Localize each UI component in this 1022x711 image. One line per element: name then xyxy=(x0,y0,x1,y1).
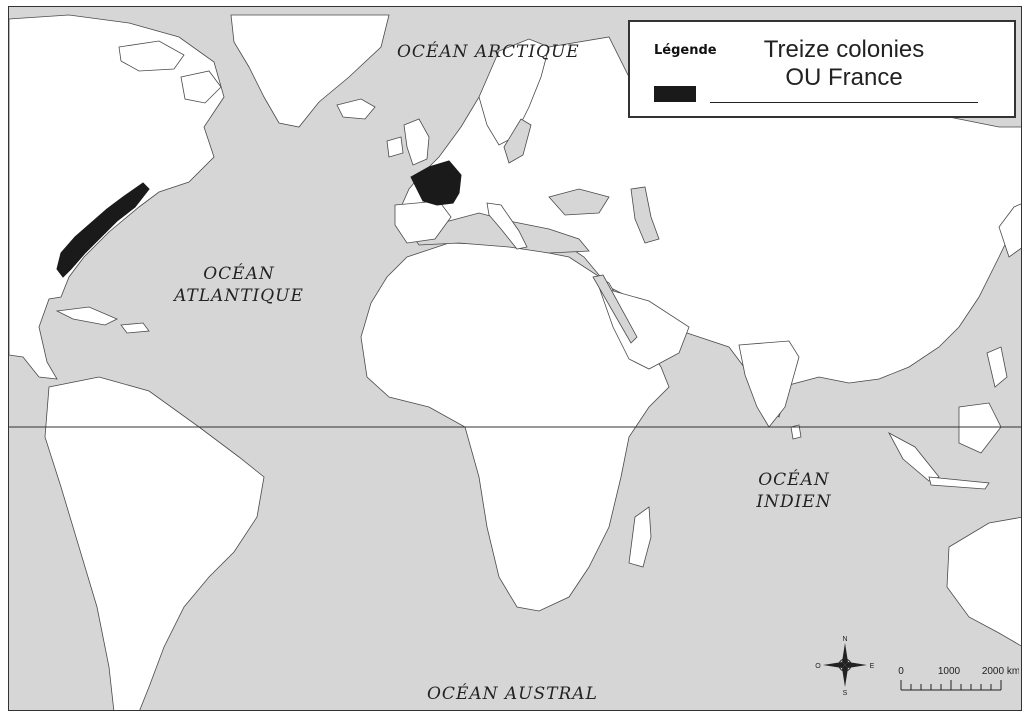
landmass-arctic-islands xyxy=(118,40,185,72)
compass-east: E xyxy=(870,663,875,670)
legend-title: Légende xyxy=(654,43,717,58)
compass-rose-icon: N S E O xyxy=(815,636,875,695)
landmass-australia xyxy=(946,516,1021,647)
region-france xyxy=(410,160,462,206)
scale-bar: 0 1000 2000 km xyxy=(898,666,1019,691)
ocean-label-arctic-text: OCÉAN ARCTIQUE xyxy=(397,42,580,62)
compass-south: S xyxy=(843,690,848,695)
landmass-arabian-peninsula xyxy=(598,286,690,370)
legend-underline xyxy=(710,102,978,103)
water-caspian-sea xyxy=(630,186,660,244)
ocean-label-atlantic: OCÉAN ATLANTIQUE xyxy=(159,263,319,307)
ocean-label-indian-line1: OCÉAN xyxy=(758,470,830,490)
ocean-label-atlantic-line2: ATLANTIQUE xyxy=(174,286,304,306)
ocean-label-arctic: OCÉAN ARCTIQUE xyxy=(397,41,580,63)
landmass-india xyxy=(738,340,800,428)
ocean-label-indian-line2: INDIEN xyxy=(756,492,832,512)
landmass-baffin-island xyxy=(180,70,222,104)
landmass-south-america xyxy=(44,376,265,710)
map-canvas xyxy=(9,7,1021,710)
landmass-ireland xyxy=(386,136,404,158)
ocean-label-indian: OCÉAN INDIEN xyxy=(739,469,849,513)
landmass-great-britain xyxy=(403,118,430,166)
scale-tick-1000: 1000 xyxy=(938,666,961,677)
landmass-italy xyxy=(486,202,528,250)
landmass-iceland xyxy=(336,98,376,120)
landmass-philippines xyxy=(986,346,1008,388)
landmass-greenland xyxy=(230,14,390,128)
landmass-java xyxy=(928,476,990,490)
legend-entry-line2: OU France xyxy=(785,64,903,91)
landmass-japan xyxy=(998,203,1021,258)
landmass-borneo xyxy=(958,402,1002,454)
legend: Légende Treize colonies OU France xyxy=(628,20,1016,118)
landmass-hispaniola xyxy=(120,322,150,334)
legend-swatch xyxy=(654,86,696,102)
water-baltic-sea xyxy=(503,118,532,164)
legend-entry-line1: Treize colonies xyxy=(763,36,925,63)
landmass-caribbean xyxy=(55,306,118,326)
scale-tick-0: 0 xyxy=(898,666,904,677)
landmass-north-america xyxy=(9,14,225,380)
ocean-label-southern-text: OCÉAN AUSTRAL xyxy=(427,684,598,704)
region-thirteen-colonies xyxy=(56,182,150,278)
world-map: OCÉAN ARCTIQUE OCÉAN ATLANTIQUE OCÉAN IN… xyxy=(8,6,1022,711)
compass-north: N xyxy=(842,636,847,643)
ocean-label-atlantic-line1: OCÉAN xyxy=(203,264,275,284)
compass-west: O xyxy=(815,663,821,670)
ocean-label-southern: OCÉAN AUSTRAL xyxy=(427,683,598,705)
landmass-sri-lanka xyxy=(790,424,802,440)
water-red-sea xyxy=(592,274,638,344)
landmass-madagascar xyxy=(628,506,652,568)
landmass-scandinavia xyxy=(478,38,550,146)
scale-tick-2000: 2000 km xyxy=(982,666,1019,677)
water-mediterranean-sea xyxy=(408,212,590,254)
water-black-sea xyxy=(548,188,610,216)
legend-entry: Treize colonies OU France xyxy=(710,36,978,92)
